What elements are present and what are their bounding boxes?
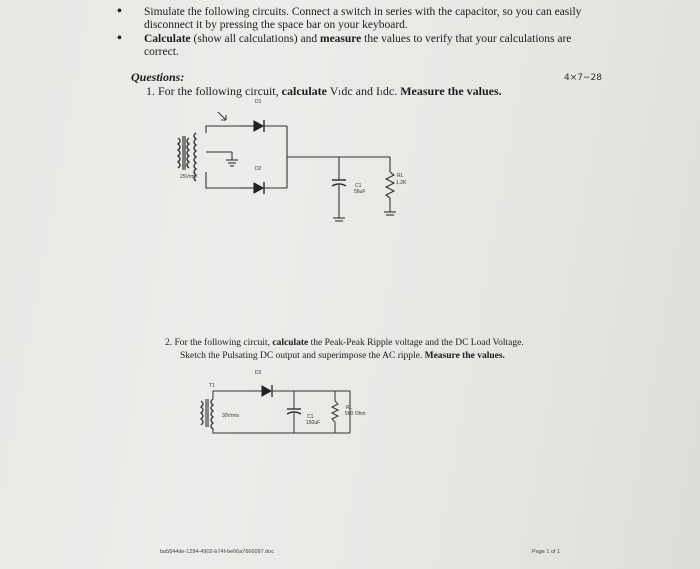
resistor-rl-circuit2-icon [330, 391, 340, 433]
instruction-text: disconnect it by pressing the space bar … [144, 19, 408, 31]
instruction-line: Simulate the following circuits. Connect… [144, 6, 581, 18]
label-rl-circuit2-name: RL [346, 405, 353, 411]
label-d2: D2 [255, 166, 262, 172]
margin-handwritten-note: 4×7−28 [564, 73, 602, 83]
label-t1: T1 [209, 383, 215, 389]
q2-calc: calculate [272, 338, 309, 348]
label-c1-circuit2-name: C1 [307, 414, 314, 420]
instruction-text: Simulate the following circuits. Connect… [144, 6, 582, 18]
instruction-line: Calculate (show all calculations) and me… [144, 33, 571, 45]
label-c1-name: C1 [355, 183, 362, 189]
question-2-line-1: 2. For the following circuit, calculate … [165, 338, 524, 348]
instruction-text: the values to verify that your calculati… [361, 33, 572, 45]
q2-line2-prefix: Sketch the Pulsating DC output and super… [180, 351, 425, 361]
q1-prefix: 1. For the following circuit, [146, 84, 282, 98]
footer-page-number: Page 1 of 1 [532, 549, 561, 555]
label-rl-name: RL [397, 173, 404, 179]
q1-calc: calculate [281, 84, 327, 98]
capacitor-c1-icon [331, 157, 347, 222]
label-c1-value: 56uF [354, 189, 366, 195]
instruction-text: (show all calculations) and [190, 33, 320, 45]
label-rl-value: 1.2K [396, 180, 407, 186]
q2-measure: Measure the values. [424, 351, 505, 361]
instruction-text: Calculate [144, 33, 191, 45]
instruction-line: disconnect it by pressing the space bar … [144, 19, 408, 31]
label-d2-circuit2: D2 [255, 370, 262, 376]
instruction-line: correct. [144, 46, 179, 58]
capacitor-c1-circuit2-icon [286, 391, 302, 433]
q2-rest: the Peak-Peak Ripple voltage and the DC … [308, 338, 524, 348]
label-transformer-2: 30Vrms [222, 413, 240, 419]
label-rl-circuit2-value: 560 Ohm [345, 411, 366, 417]
instruction-text: measure [319, 33, 362, 45]
q1-vars: Vₗdc and Iₗdc. [326, 84, 401, 98]
transformer-2-icon [199, 398, 215, 430]
q1-measure: Measure the values. [400, 84, 502, 98]
resistor-rl-icon [384, 157, 396, 216]
bullet-icon: • [117, 31, 122, 46]
diode-d2-circuit2-icon [261, 385, 273, 397]
footer-filename: ba5844de-1294-4902-b74f-be66a7666097.doc [160, 549, 275, 555]
q2-prefix: 2. For the following circuit, [165, 338, 273, 348]
label-c1-circuit2-value: 150uF [306, 420, 321, 426]
label-transformer-1: 25Vrms [180, 174, 198, 180]
bullet-icon: • [117, 4, 122, 19]
question-2-line-2: Sketch the Pulsating DC output and super… [180, 351, 505, 361]
label-d1: D1 [255, 99, 262, 105]
question-1-text: 1. For the following circuit, calculate … [146, 84, 502, 99]
transformer-1-icon [176, 132, 198, 182]
questions-heading: Questions: [131, 70, 185, 84]
instruction-text: correct. [144, 46, 179, 58]
